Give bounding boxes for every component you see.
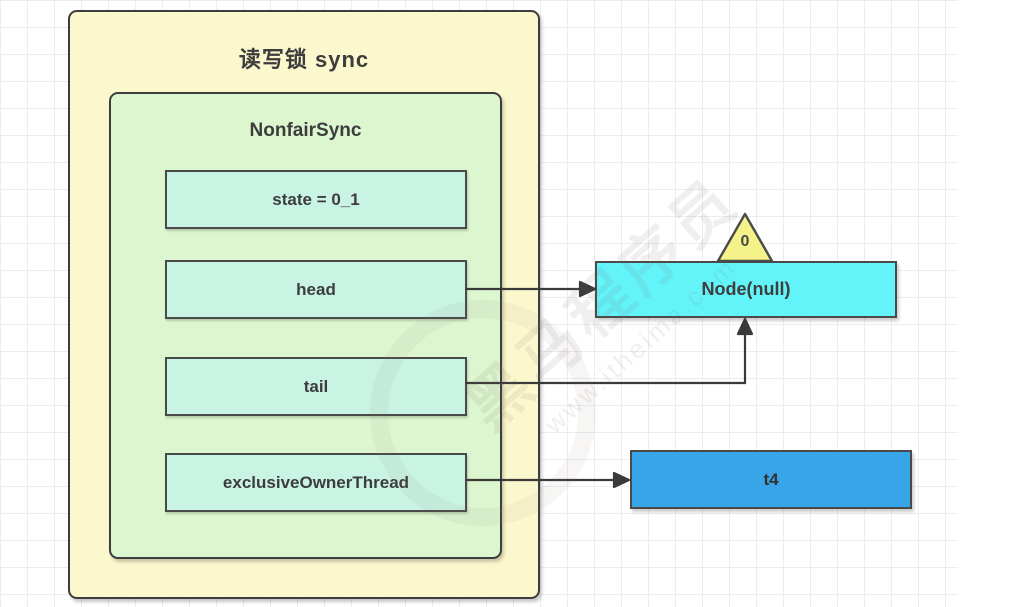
field-head[interactable]: head — [165, 260, 467, 319]
thread-t4-box[interactable]: t4 — [630, 450, 912, 509]
waitstatus-value: 0 — [740, 233, 750, 250]
plain-background-strip — [958, 0, 1024, 607]
readwrite-lock-sync-container[interactable]: 读写锁 sync NonfairSync state = 0_1 head ta… — [68, 10, 540, 599]
node-null-box[interactable]: Node(null) — [595, 261, 897, 318]
field-state-label: state = 0_1 — [272, 189, 360, 209]
field-state[interactable]: state = 0_1 — [165, 170, 467, 229]
field-exclusive-owner-thread-label: exclusiveOwnerThread — [222, 472, 410, 492]
nonfairsync-title: NonfairSync — [249, 120, 362, 141]
field-head-label: head — [296, 279, 336, 299]
field-tail-label: tail — [303, 376, 329, 396]
node-null-label: Node(null) — [701, 279, 791, 299]
field-exclusive-owner-thread[interactable]: exclusiveOwnerThread — [165, 453, 467, 512]
readwrite-lock-sync-title: 读写锁 sync — [238, 47, 370, 72]
field-tail[interactable]: tail — [165, 357, 467, 416]
nonfairsync-container[interactable]: NonfairSync state = 0_1 head tail exclus… — [109, 92, 502, 559]
thread-t4-label: t4 — [763, 469, 779, 489]
